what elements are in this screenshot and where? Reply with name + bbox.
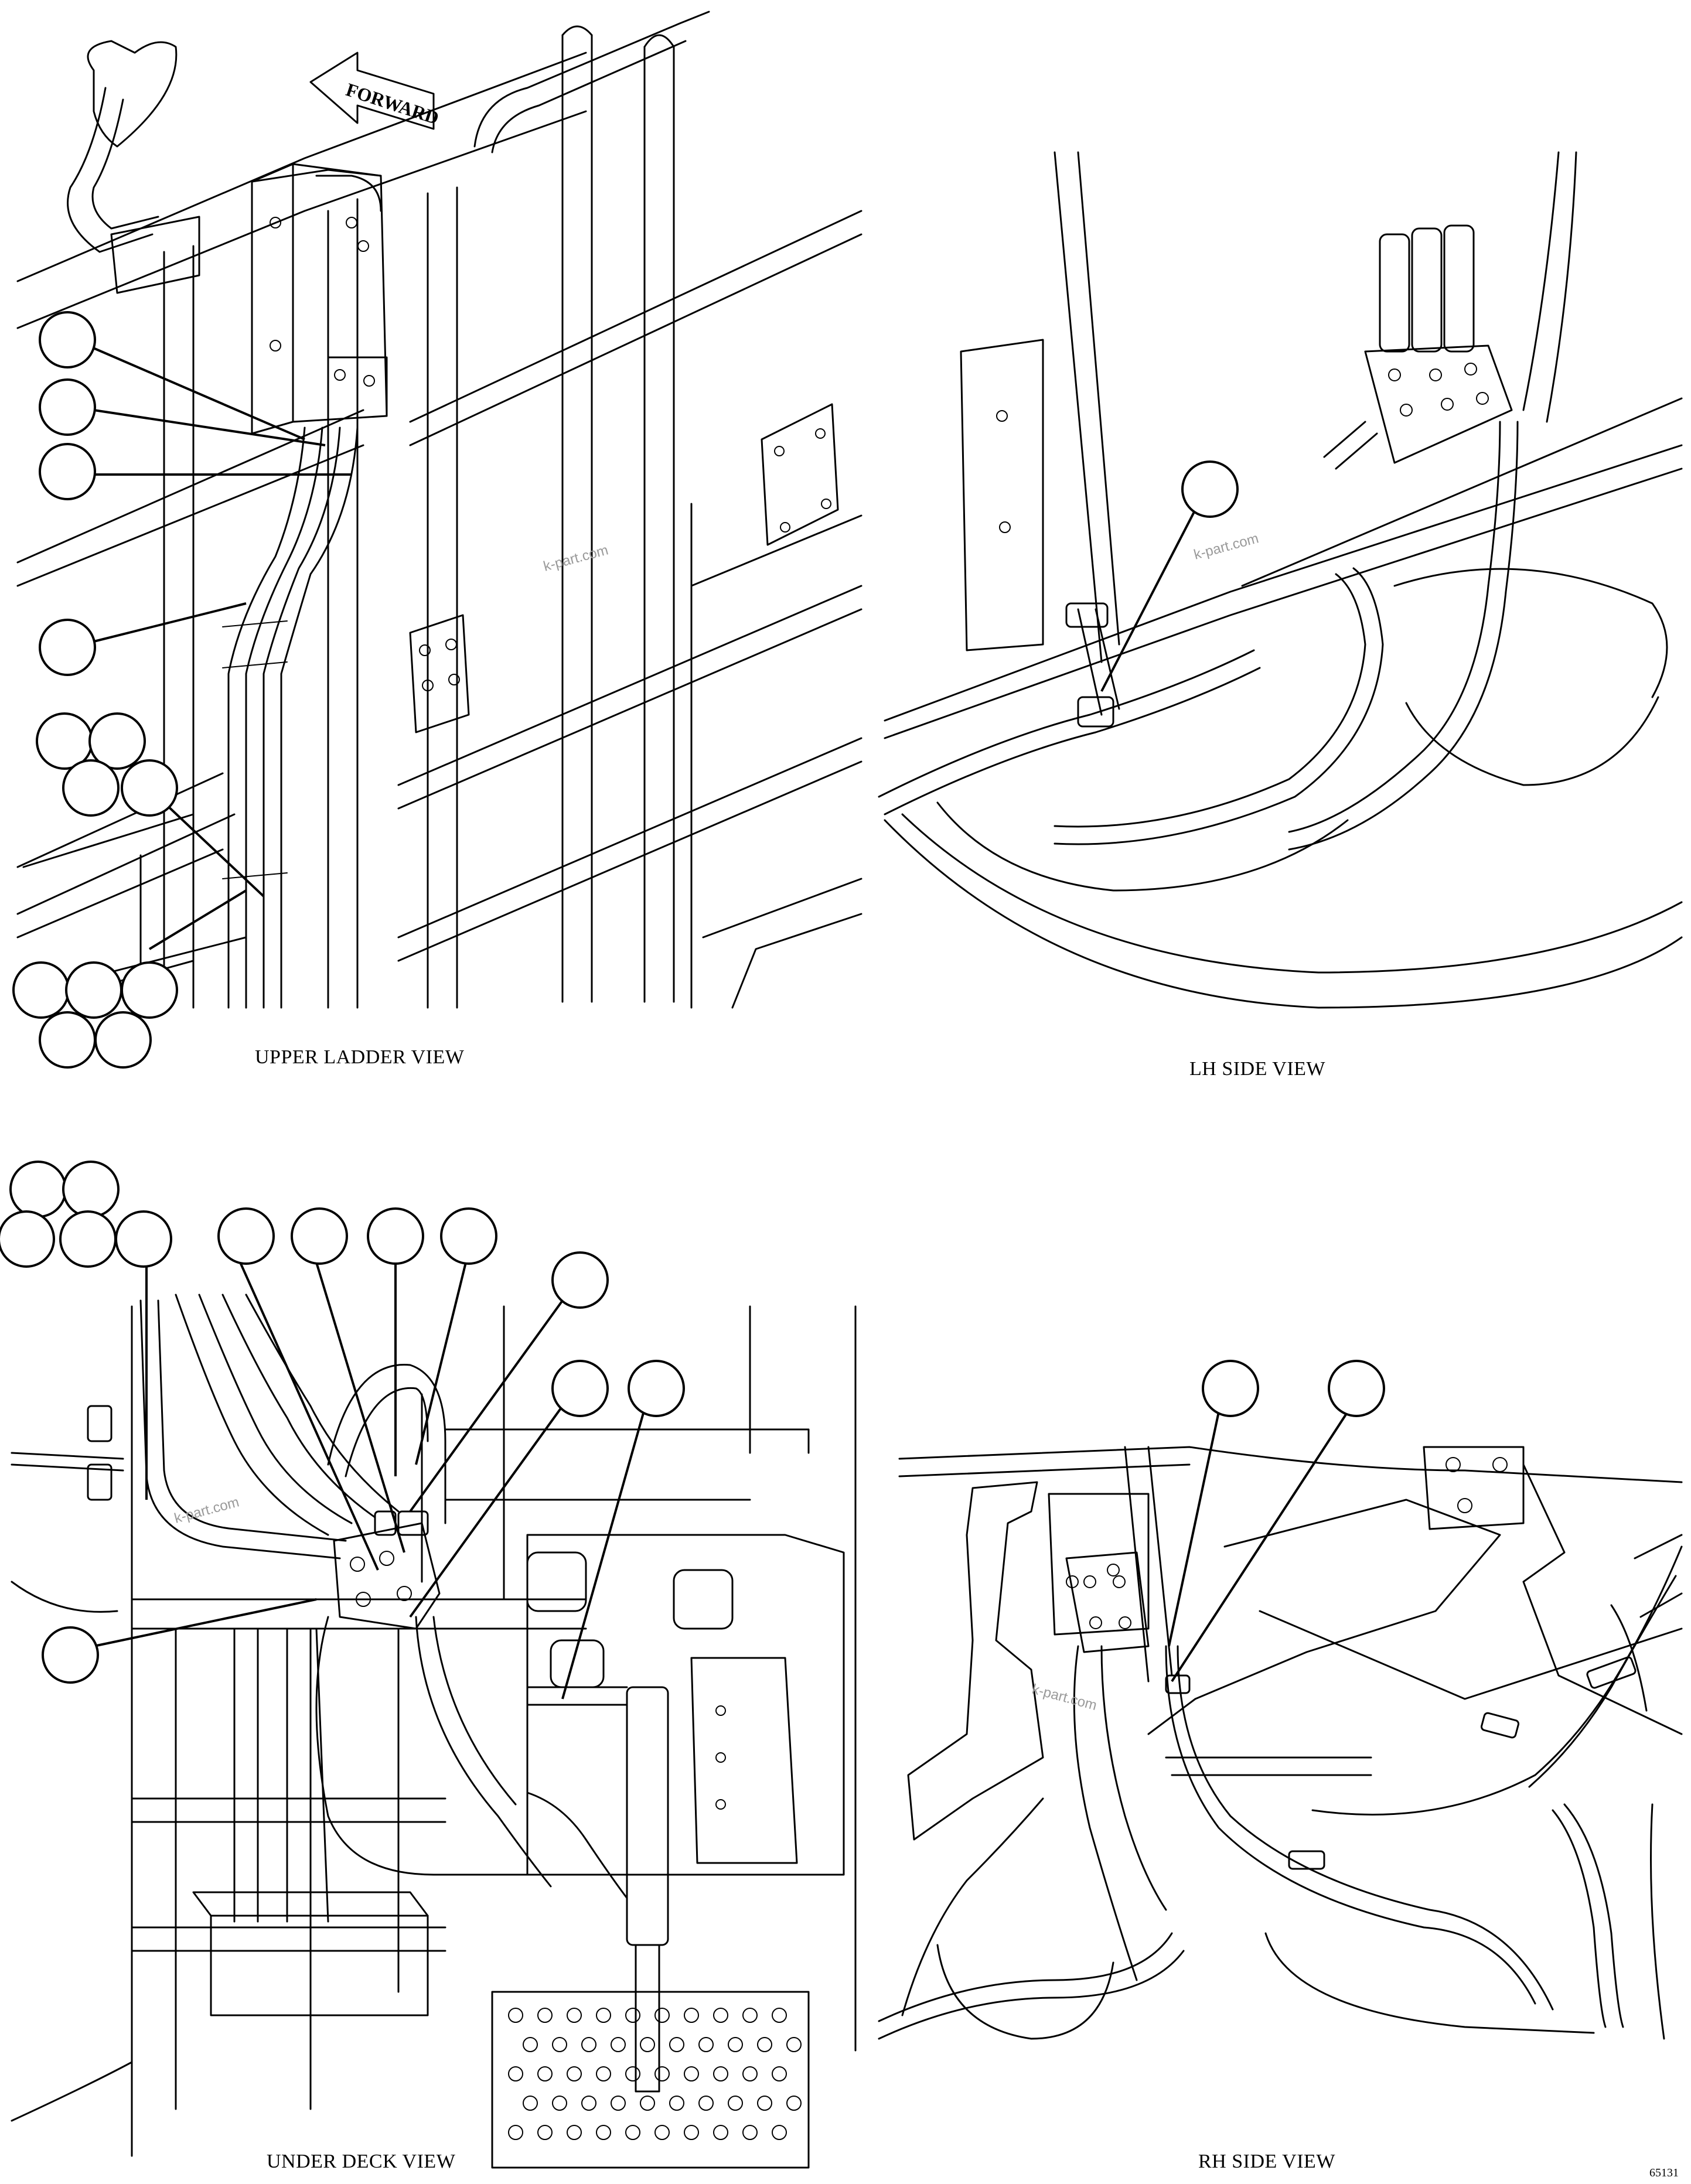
callout-bubble [291, 1207, 348, 1265]
callout-bubble [1181, 460, 1239, 518]
lh-side-structure [884, 151, 1683, 1009]
lh-side-callouts [1100, 460, 1239, 692]
rh-side-callouts [1168, 1360, 1385, 1683]
under-deck-view-label: UNDER DECK VIEW [267, 2151, 456, 2172]
junction-box [251, 163, 388, 435]
callout-bubble [367, 1207, 424, 1265]
callout-bubble [440, 1207, 497, 1265]
perforated-step [491, 1991, 810, 2169]
callout-bubble [39, 378, 96, 436]
callout-bubble [551, 1251, 609, 1309]
callout-bubble [551, 1360, 609, 1417]
callout-bubble [39, 443, 96, 500]
drawing-number: 65131 [1649, 2166, 1679, 2179]
lh-side-hoses [878, 421, 1519, 892]
watermark-rh: k-part.com [1030, 1681, 1098, 1714]
callout-bubble [1328, 1360, 1385, 1417]
upper-ladder-view-label: UPPER LADDER VIEW [255, 1046, 465, 1068]
upper-ladder-callouts [12, 311, 352, 1069]
watermark-upper: k-part.com [542, 542, 610, 574]
lh-side-view: k-part.com LH SIDE VIEW [878, 151, 1683, 1080]
callout-bubble [217, 1207, 275, 1265]
rh-side-hoses [878, 1545, 1683, 2040]
under-deck-view: k-part.com UNDER DECK VIEW [0, 1161, 857, 2172]
callout-bubble [0, 1210, 55, 1268]
callout-bubble [39, 311, 96, 368]
callout-bubble [88, 712, 146, 770]
watermark-under-deck: k-part.com [173, 1494, 241, 1526]
under-deck-hoses [11, 1294, 628, 2122]
callout-bubble [39, 1011, 96, 1069]
callout-bubble [39, 619, 96, 676]
callout-bubble [62, 759, 120, 817]
upper-ladder-structure [16, 11, 862, 1009]
callout-bubble [94, 1011, 152, 1069]
callout-bubble [121, 961, 178, 1019]
under-deck-structure [11, 1305, 857, 2169]
watermark-lh: k-part.com [1192, 530, 1260, 562]
callout-bubble [42, 1626, 99, 1684]
callout-bubble [121, 759, 178, 817]
under-deck-callouts [0, 1161, 685, 1700]
callout-bubble [9, 1161, 67, 1218]
forward-arrow: FORWARD [309, 52, 442, 130]
upper-hose-bundle [222, 426, 359, 1009]
callout-bubble [1202, 1360, 1259, 1417]
callout-bubble [628, 1360, 685, 1417]
callout-bubble [65, 961, 122, 1019]
upper-ladder-view: FORWARD k-part.com [12, 11, 862, 1069]
rh-side-view-label: RH SIDE VIEW [1198, 2151, 1335, 2172]
callout-bubble [12, 961, 70, 1019]
step-holes [508, 2008, 802, 2140]
rh-side-structure [898, 1446, 1683, 2040]
callout-bubble [62, 1161, 120, 1218]
callout-bubble [59, 1210, 117, 1268]
under-deck-valve-block [333, 1510, 441, 1630]
rh-side-view: k-part.com RH SIDE VIEW [878, 1360, 1683, 2172]
mirror-assembly [67, 40, 200, 294]
lh-side-view-label: LH SIDE VIEW [1189, 1058, 1325, 1080]
callout-bubble [115, 1210, 172, 1268]
